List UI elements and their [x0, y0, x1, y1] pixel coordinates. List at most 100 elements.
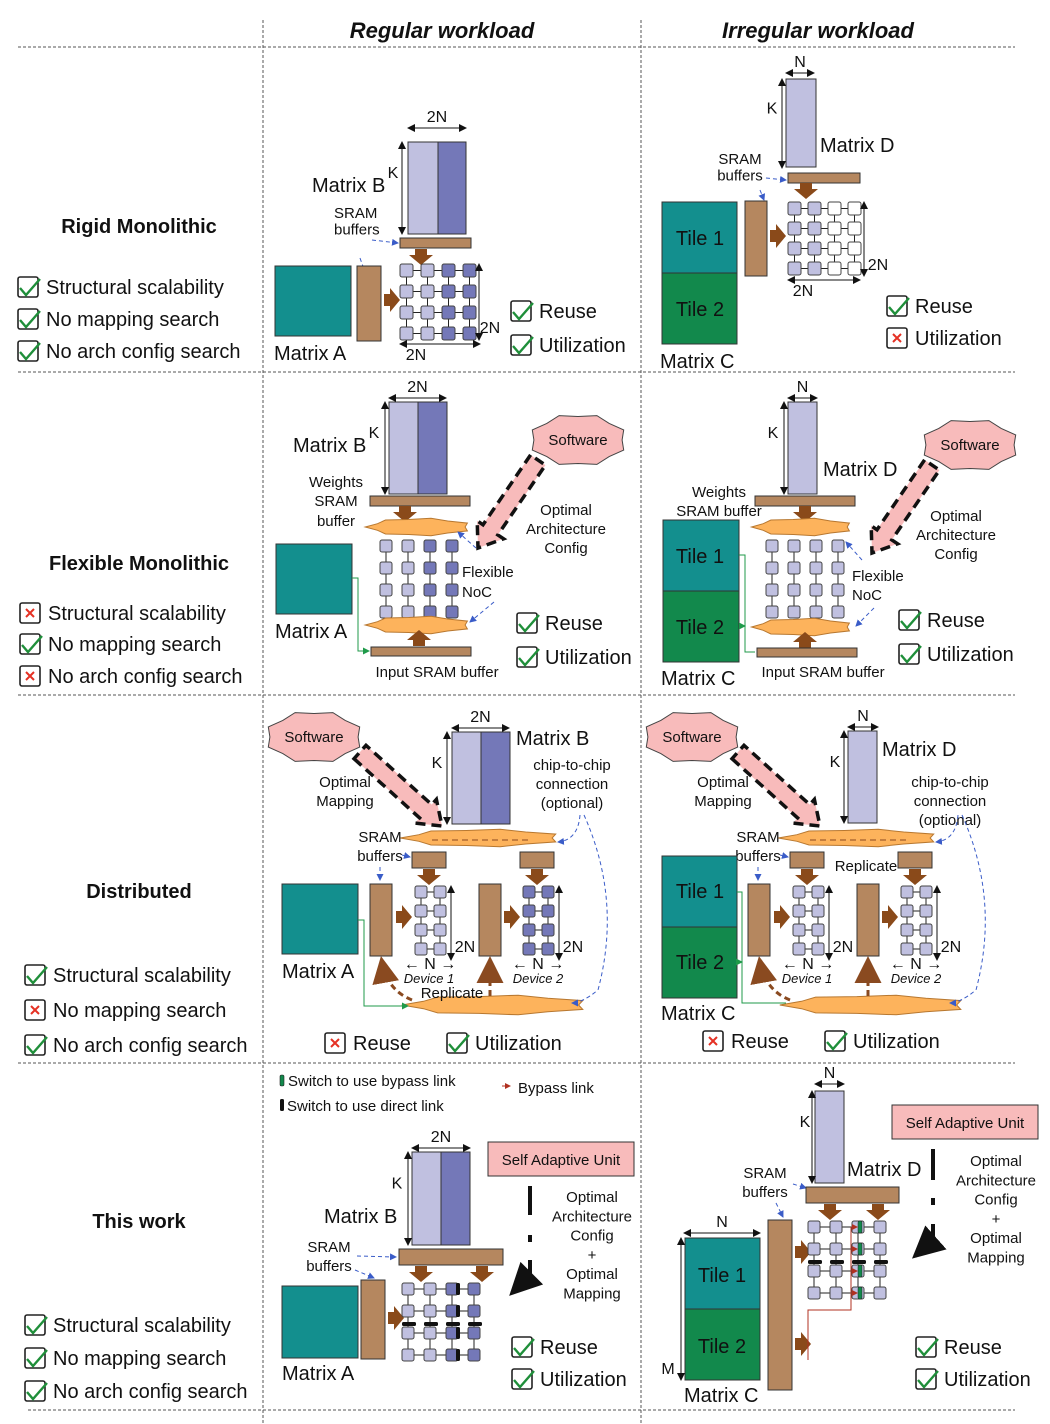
dimension-label: N: [716, 1214, 728, 1231]
sram-buffer: [519, 851, 555, 869]
checkmark: [513, 1338, 535, 1357]
dimension-label: 2N: [407, 379, 427, 396]
dimension-label: N: [857, 708, 869, 725]
reuse-status: Reuse: [324, 1032, 411, 1055]
processing-element: [541, 942, 555, 956]
check-icon: [886, 295, 910, 317]
check-icon: [17, 308, 41, 330]
reuse-status-label: Reuse: [915, 296, 973, 318]
flexible-noc-label: NoC: [462, 584, 492, 601]
input-path: [352, 577, 370, 655]
sram-buffer: [411, 851, 447, 869]
property-structural-scalability-label: Structural scalability: [48, 603, 226, 625]
direct-switch: [456, 1349, 460, 1361]
processing-element: [467, 1304, 481, 1318]
flexible-noc-label: Flexible: [462, 564, 514, 581]
optimal-config-label: Optimal: [566, 1266, 618, 1283]
utilization-status: Utilization: [511, 1368, 627, 1391]
processing-element: [401, 1348, 415, 1362]
optimal-config-label: +: [992, 1211, 1001, 1228]
row-title: This work: [92, 1211, 186, 1233]
processing-element: [445, 561, 459, 575]
cross-icon: [19, 665, 41, 687]
annotation-pointer: [779, 852, 789, 859]
data-flow-arrow: [409, 1266, 433, 1282]
dimension-label: M: [661, 1361, 674, 1378]
processing-element: [441, 263, 456, 278]
self-adaptive-unit-label: Self Adaptive Unit: [906, 1115, 1025, 1132]
optimal-mapping-label: Optimal: [319, 774, 371, 791]
reuse-status: Reuse: [702, 1030, 789, 1053]
processing-element: [787, 583, 801, 597]
property-structural-scalability: Structural scalability: [19, 602, 226, 625]
matrix-b-right-half: [480, 731, 511, 825]
checkmark: [19, 310, 41, 329]
utilization-status-label: Utilization: [539, 335, 626, 357]
processing-element: [807, 241, 822, 256]
reuse-status: Reuse: [886, 295, 973, 318]
interconnect-cloud-top: [400, 828, 557, 848]
processing-element: [522, 942, 536, 956]
utilization-status: Utilization: [516, 646, 632, 669]
annotation-pointer: [935, 814, 959, 845]
processing-element: [792, 885, 806, 899]
optimal-config-label: Architecture: [526, 521, 606, 538]
processing-element: [467, 1282, 481, 1296]
property-no-arch-config-search: No arch config search: [17, 340, 241, 363]
processing-element: [829, 1264, 843, 1278]
processing-element: [420, 284, 435, 299]
dimension-label: K: [388, 165, 399, 182]
crossmark: [30, 1005, 40, 1015]
annotation-pointer: [401, 852, 411, 859]
pe-array: [787, 201, 862, 276]
cloud-shape: [923, 420, 1017, 470]
processing-element: [420, 326, 435, 341]
processing-element: [900, 885, 914, 899]
processing-element: [900, 923, 914, 937]
dimension-label: K: [767, 101, 778, 118]
input-path: [737, 891, 786, 1004]
processing-element: [919, 923, 933, 937]
software-label: Software: [548, 432, 607, 449]
pe-array: [399, 263, 477, 341]
config-arrow: [869, 457, 942, 556]
processing-element: [522, 885, 536, 899]
self-adaptive-unit-box: [487, 1141, 635, 1177]
matrix-c-label: Matrix C: [661, 668, 735, 690]
processing-element: [811, 942, 825, 956]
input-sram-buffer: [370, 646, 472, 657]
processing-element: [829, 1286, 843, 1300]
processing-element: [787, 539, 801, 553]
checkmark: [888, 297, 910, 316]
cloud-shape: [267, 712, 361, 762]
software-label: Software: [940, 437, 999, 454]
direct-switch: [830, 1260, 844, 1264]
dimension-label: N: [797, 379, 809, 396]
property-structural-scalability: Structural scalability: [24, 1314, 231, 1337]
reuse-status-label: Reuse: [927, 610, 985, 632]
input-sram-buffer: [756, 647, 858, 658]
crossmark: [330, 1038, 340, 1048]
noc-cloud-bottom: [749, 617, 851, 637]
sram-buffer: [805, 1186, 900, 1204]
device-2-label: Device 2: [513, 971, 564, 986]
dimension-label: 2N: [455, 939, 475, 956]
cross-icon: [24, 999, 46, 1021]
reuse-status-label: Reuse: [539, 301, 597, 323]
direct-switch: [456, 1305, 460, 1317]
check-icon: [17, 276, 41, 298]
bypass-switch-icon: [279, 1074, 285, 1087]
table-grid: [18, 20, 1015, 1424]
processing-element: [807, 1242, 821, 1256]
utilization-status-label: Utilization: [475, 1033, 562, 1055]
processing-element: [807, 201, 822, 216]
check-icon: [17, 340, 41, 362]
data-flow-arrow: [793, 632, 817, 648]
checkmark: [518, 614, 540, 633]
processing-element: [827, 221, 842, 236]
dimension-label: K: [768, 425, 779, 442]
